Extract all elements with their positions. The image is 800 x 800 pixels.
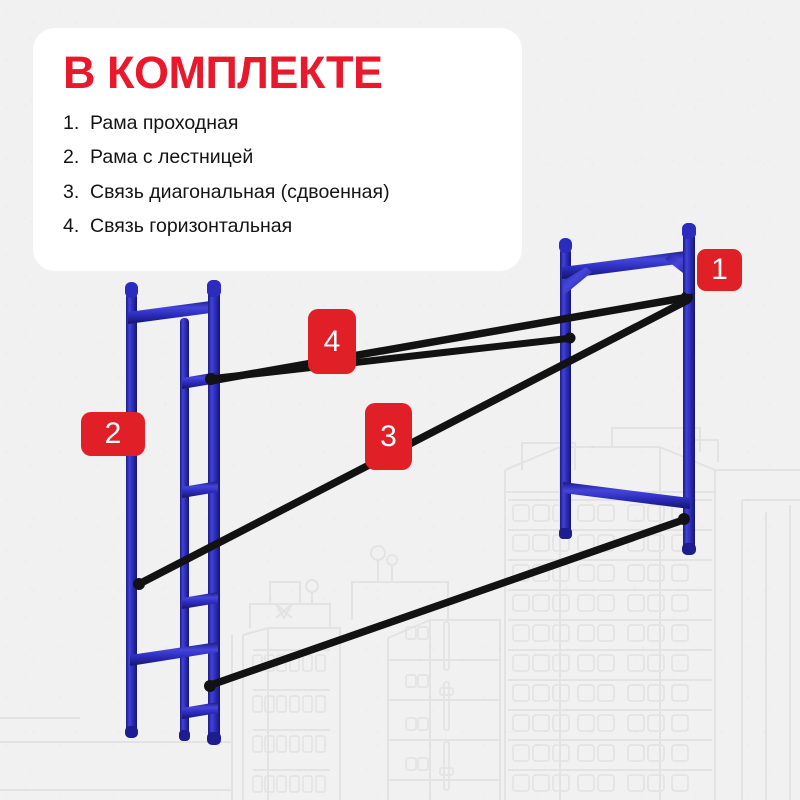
list-item-number: 2.	[63, 146, 80, 169]
horizontal-brace	[205, 332, 576, 385]
list-item: 3. Связь диагональная (сдвоенная)	[63, 181, 492, 203]
page-title: В КОМПЛЕКТЕ	[63, 47, 383, 98]
list-item-label: Рама с лестницей	[90, 146, 254, 169]
background-block-left	[231, 579, 341, 800]
list-item-number: 3.	[63, 180, 80, 203]
walkthrough-frame	[559, 223, 696, 555]
background-tower-right-a	[504, 427, 800, 800]
ladder-frame-top-rail	[128, 300, 218, 324]
parts-list-card: В КОМПЛЕКТЕ 1. Рама проходная 2. Рама с …	[33, 28, 522, 271]
callout-badge-3: 3	[365, 403, 412, 470]
list-item-number: 1.	[63, 111, 80, 134]
list-item-label: Связь горизонтальная	[90, 215, 293, 238]
list-item: 1. Рама проходная	[63, 112, 492, 134]
callout-badge-1: 1	[697, 249, 742, 291]
walkthrough-frame-top-rail	[562, 250, 693, 279]
list-item: 4. Связь горизонтальная	[63, 215, 492, 237]
ladder-frame-feet	[125, 726, 221, 745]
ladder-frame-lower-rail	[130, 642, 218, 666]
diagonal-brace-lower	[133, 296, 692, 590]
background-ground-lines	[0, 717, 232, 791]
ladder-frame-post-near-overlay	[207, 280, 221, 370]
diagonal-brace-bottom	[204, 513, 690, 692]
callout-badge-4: 4	[308, 309, 356, 374]
walkthrough-frame-lower-rail	[563, 482, 690, 509]
list-item: 2. Рама с лестницей	[63, 146, 492, 168]
callout-badge-2: 2	[81, 412, 145, 456]
list-item-label: Связь диагональная (сдвоенная)	[90, 180, 390, 203]
ladder-frame	[125, 280, 221, 745]
background-cityscape	[0, 427, 800, 800]
ladder-frame-inner-stile	[180, 318, 189, 738]
ladder-frame-post-far	[125, 282, 138, 734]
list-item-label: Рама проходная	[90, 111, 239, 134]
background-tower-mid	[351, 545, 501, 800]
walkthrough-frame-post-near-overlay	[682, 223, 696, 294]
background-tower-right-b	[741, 499, 800, 800]
list-item-number: 4.	[63, 215, 80, 238]
parts-list: 1. Рама проходная 2. Рама с лестницей 3.…	[63, 112, 492, 238]
